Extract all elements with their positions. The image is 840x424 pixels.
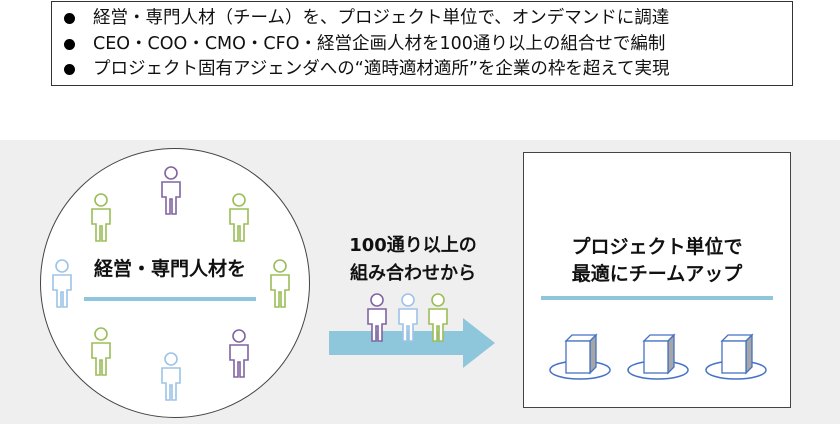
person-icon — [270, 259, 290, 308]
person-icon — [229, 329, 249, 378]
person-icon — [367, 293, 387, 342]
cube-icon — [549, 333, 611, 380]
team-up-title-line1: プロジェクト単位で — [571, 236, 743, 258]
talent-pool-label: 経営・専門人材を — [93, 258, 246, 280]
arrow-right-icon — [329, 318, 495, 368]
person-icon — [428, 293, 448, 342]
combination-label-line1: 100通り以上の — [349, 235, 477, 256]
cube-icon — [627, 333, 689, 380]
circle-divider-line — [84, 297, 256, 301]
team-up-title: プロジェクト単位で 最適にチームアップ — [523, 234, 791, 288]
person-icon — [52, 259, 72, 308]
bullet-dot-icon — [64, 13, 75, 25]
bullet-text: 経営・専門人材（チーム）を、プロジェクト単位で、オンデマンドに調達 — [93, 8, 670, 28]
person-icon — [229, 193, 249, 242]
person-icon — [161, 352, 181, 401]
person-icon — [161, 166, 181, 215]
person-icon — [91, 193, 111, 242]
bullet-item: 経営・専門人材（チーム）を、プロジェクト単位で、オンデマンドに調達 — [64, 6, 792, 32]
combination-label-line2: 組み合わせから — [350, 263, 476, 284]
person-icon — [398, 293, 418, 342]
person-icon — [91, 327, 111, 376]
combination-label: 100通り以上の 組み合わせから — [328, 232, 498, 288]
bullet-dot-icon — [64, 38, 75, 50]
cube-icon — [705, 333, 767, 380]
bullet-text: プロジェクト固有アジェンダへの“適時適材適所”を企業の枠を超えて実現 — [93, 59, 670, 79]
panel-divider-line — [541, 296, 773, 300]
bullet-item: CEO・COO・CMO・CFO・経営企画人材を100通り以上の組合せで編制 — [64, 32, 792, 58]
summary-box: 経営・専門人材（チーム）を、プロジェクト単位で、オンデマンドに調達 CEO・CO… — [51, 1, 793, 86]
bullet-text: CEO・COO・CMO・CFO・経営企画人材を100通り以上の組合せで編制 — [93, 33, 666, 54]
bullet-item: プロジェクト固有アジェンダへの“適時適材適所”を企業の枠を超えて実現 — [64, 57, 792, 83]
bullet-dot-icon — [64, 64, 75, 76]
team-up-title-line2: 最適にチームアップ — [571, 263, 743, 285]
